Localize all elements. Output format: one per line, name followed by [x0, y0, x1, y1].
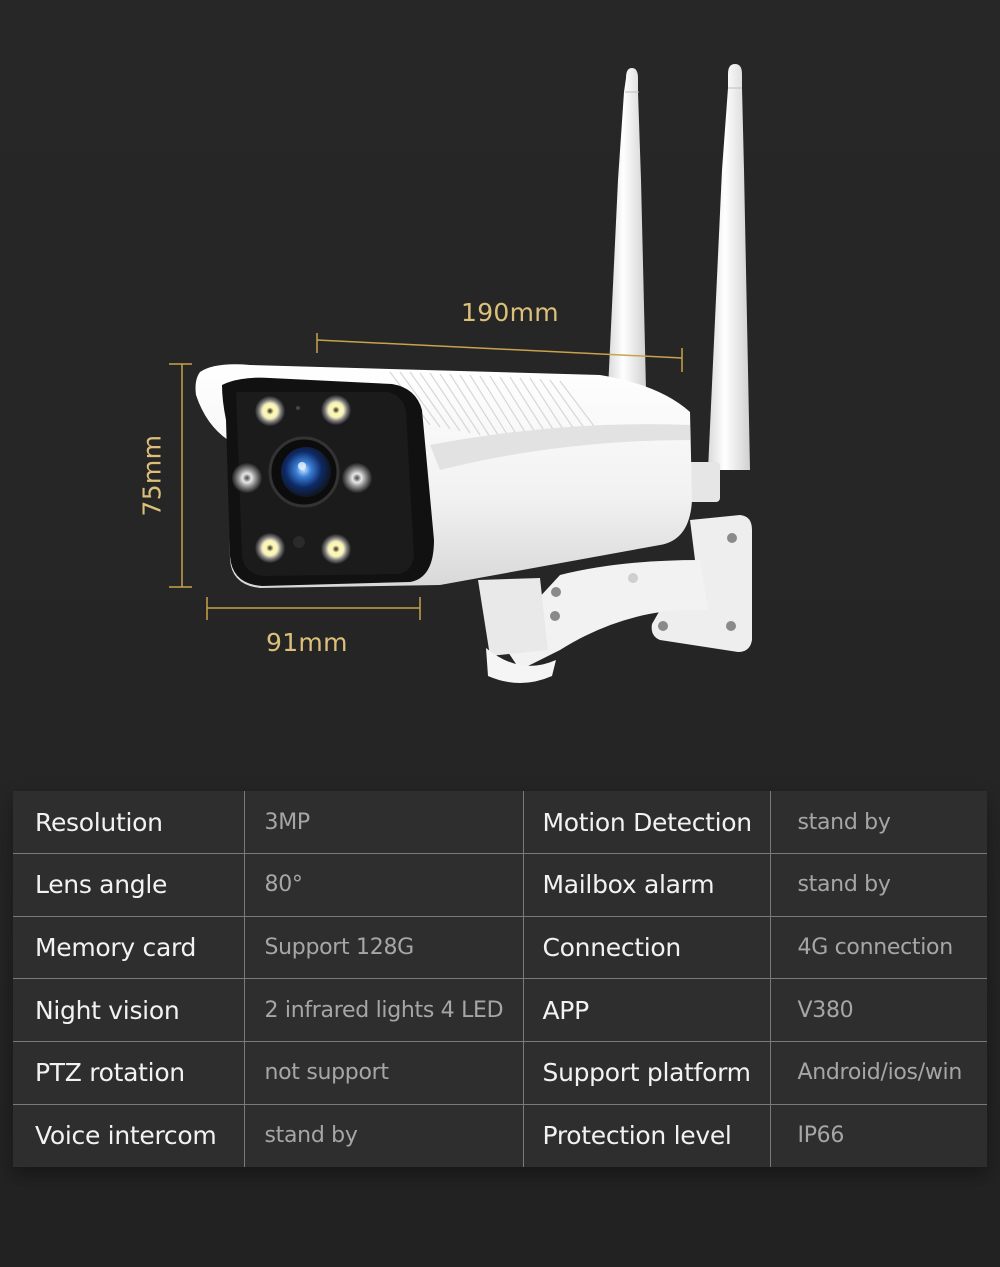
- spec-value: 4G connection: [770, 916, 987, 980]
- width-dimension-label: 91mm: [266, 628, 348, 657]
- spec-key: Connection: [523, 916, 771, 980]
- spec-key: Resolution: [13, 791, 245, 855]
- camera-image: [169, 64, 752, 683]
- height-dimension-label: 75mm: [137, 434, 167, 517]
- spec-value: 3MP: [244, 791, 524, 855]
- table-row: Lens angle 80° Mailbox alarm stand by: [13, 853, 987, 917]
- spec-key: Support platform: [523, 1041, 771, 1105]
- mount-bracket: [478, 515, 752, 683]
- spec-value: V380: [770, 978, 987, 1043]
- camera-body: [195, 364, 692, 588]
- spec-key: PTZ rotation: [13, 1041, 245, 1105]
- spec-value: Support 128G: [244, 916, 524, 980]
- spec-value: stand by: [244, 1104, 524, 1167]
- table-row: Memory card Support 128G Connection 4G c…: [13, 916, 987, 980]
- table-row: Voice intercom stand by Protection level…: [13, 1104, 987, 1167]
- spec-key: Mailbox alarm: [523, 853, 771, 917]
- spec-value: stand by: [770, 853, 987, 917]
- spec-key: Protection level: [523, 1104, 771, 1167]
- table-row: Night vision 2 infrared lights 4 LED APP…: [13, 978, 987, 1043]
- spec-value: not support: [244, 1041, 524, 1105]
- spec-table-container: Resolution 3MP Motion Detection stand by…: [13, 791, 987, 1167]
- length-dimension-label: 190mm: [461, 298, 559, 327]
- spec-key: Motion Detection: [523, 791, 771, 855]
- spec-key: Voice intercom: [13, 1104, 245, 1167]
- spec-key: Lens angle: [13, 853, 245, 917]
- table-row: Resolution 3MP Motion Detection stand by: [13, 791, 987, 855]
- spec-value: IP66: [797, 1123, 845, 1149]
- spec-value: Android/ios/win: [770, 1041, 987, 1105]
- dimension-lines: [169, 333, 683, 620]
- spec-key: Night vision: [13, 978, 245, 1043]
- spec-value: stand by: [770, 791, 987, 855]
- spec-table: Resolution 3MP Motion Detection stand by…: [13, 791, 987, 1167]
- spec-key: Memory card: [13, 916, 245, 980]
- antenna-left: [608, 68, 646, 390]
- table-row: PTZ rotation not support Support platfor…: [13, 1041, 987, 1105]
- spec-key: APP: [523, 978, 771, 1043]
- product-illustration: 190mm 75mm 91mm: [137, 64, 752, 683]
- spec-value: 2 infrared lights 4 LED: [244, 978, 524, 1043]
- spec-value: 80°: [244, 853, 524, 917]
